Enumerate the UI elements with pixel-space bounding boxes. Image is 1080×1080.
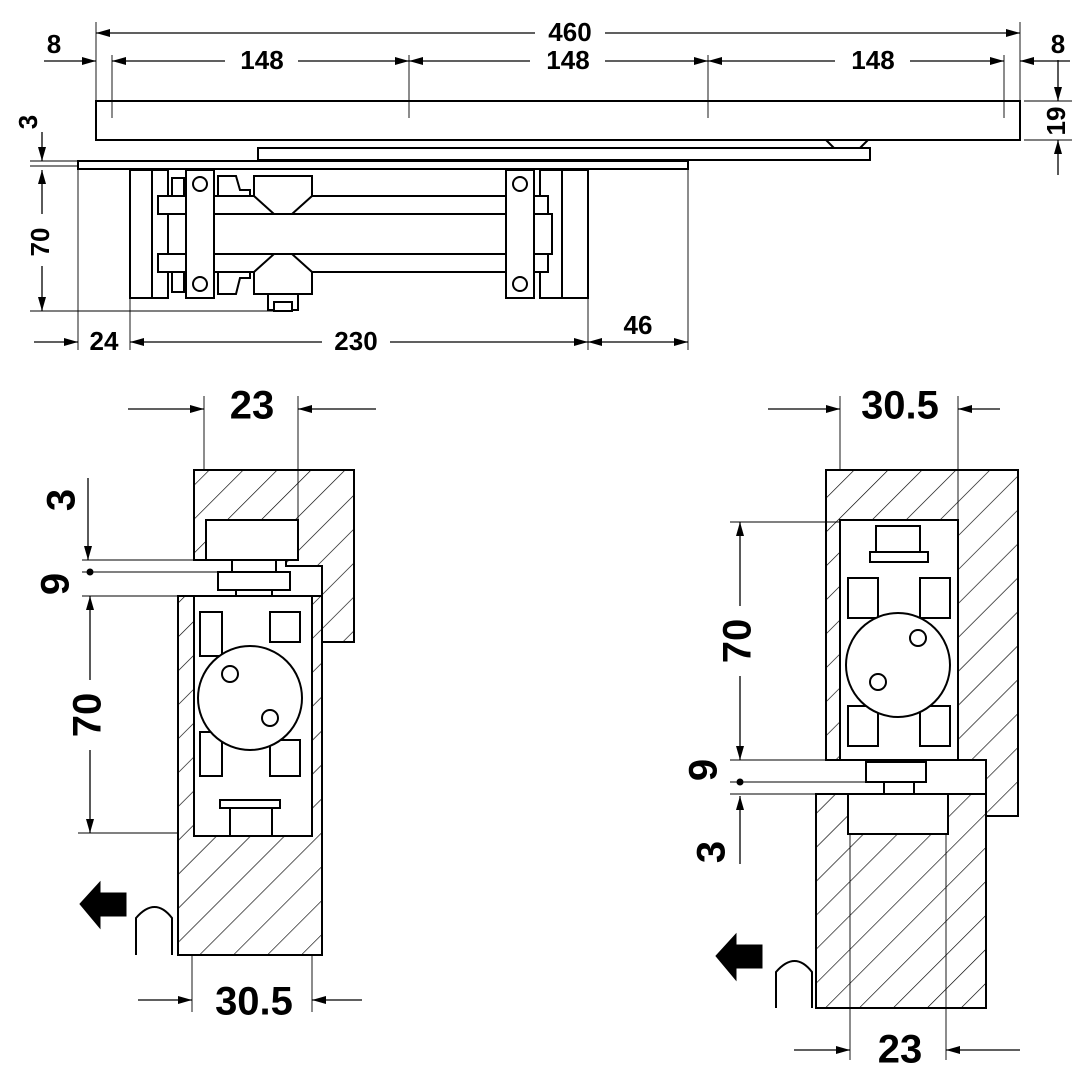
dim-overall-length: 460 bbox=[96, 17, 1020, 47]
top-view: 460 148 148 148 8 8 19 bbox=[13, 17, 1072, 356]
dim-offset-right: 8 bbox=[1020, 29, 1070, 65]
dim-label-148-b: 148 bbox=[546, 45, 589, 75]
slide-rail bbox=[95, 100, 1021, 141]
dim-right-bottom-width: 23 bbox=[794, 834, 1020, 1072]
svg-text:70: 70 bbox=[25, 228, 55, 257]
dim-left-spacer: 9 bbox=[34, 568, 218, 597]
svg-text:19: 19 bbox=[1041, 107, 1071, 136]
dim-left-bottom-width: 30.5 bbox=[138, 955, 362, 1024]
dim-label-148-c: 148 bbox=[851, 45, 894, 75]
right-slide-shoe bbox=[847, 793, 949, 835]
svg-text:3: 3 bbox=[13, 115, 43, 129]
dim-left-body-height: 70 bbox=[66, 596, 178, 834]
left-slide-shoe bbox=[205, 519, 299, 561]
dim-body-height: 70 bbox=[25, 170, 290, 312]
dim-left-top-width: 23 bbox=[128, 384, 376, 520]
dim-label-460: 460 bbox=[548, 17, 591, 47]
svg-text:9: 9 bbox=[34, 573, 78, 595]
svg-text:46: 46 bbox=[624, 310, 653, 340]
svg-text:70: 70 bbox=[716, 619, 760, 664]
right-section-view: 30.5 70 bbox=[682, 384, 1020, 1072]
right-direction-arrow bbox=[715, 932, 763, 982]
svg-text:3: 3 bbox=[40, 489, 84, 511]
right-door-stop bbox=[775, 960, 813, 1008]
svg-text:3: 3 bbox=[690, 841, 734, 863]
dim-offset-left: 8 bbox=[44, 29, 96, 65]
svg-text:70: 70 bbox=[66, 693, 110, 738]
dim-rail-height: 19 bbox=[1024, 60, 1072, 175]
mounting-plate bbox=[77, 160, 689, 170]
dim-left-gap: 3 bbox=[40, 478, 194, 561]
arm-bar bbox=[257, 147, 871, 161]
svg-text:23: 23 bbox=[878, 1028, 923, 1072]
svg-text:23: 23 bbox=[230, 384, 275, 428]
svg-text:9: 9 bbox=[682, 759, 726, 781]
dim-right-spacer: 9 bbox=[682, 759, 866, 795]
dim-bottom-row: 24 230 46 bbox=[34, 298, 688, 356]
right-closer-body bbox=[839, 519, 959, 761]
svg-text:24: 24 bbox=[90, 326, 119, 356]
left-direction-arrow bbox=[79, 880, 127, 930]
dim-right-gap: 3 bbox=[690, 796, 744, 864]
left-door-stop bbox=[135, 906, 173, 955]
dim-segments: 148 148 148 bbox=[112, 45, 1004, 75]
svg-text:8: 8 bbox=[1051, 29, 1065, 59]
slide-block bbox=[823, 139, 871, 149]
dim-right-body-height: 70 bbox=[716, 521, 840, 761]
dim-label-148-a: 148 bbox=[240, 45, 283, 75]
svg-text:8: 8 bbox=[47, 29, 61, 59]
left-section-view: 23 3 bbox=[34, 384, 376, 1024]
dim-right-top-width: 30.5 bbox=[768, 384, 1000, 520]
svg-text:230: 230 bbox=[334, 326, 377, 356]
left-closer-body bbox=[193, 595, 313, 837]
svg-text:30.5: 30.5 bbox=[861, 384, 939, 428]
closer-body bbox=[129, 169, 589, 312]
svg-text:30.5: 30.5 bbox=[215, 980, 293, 1024]
